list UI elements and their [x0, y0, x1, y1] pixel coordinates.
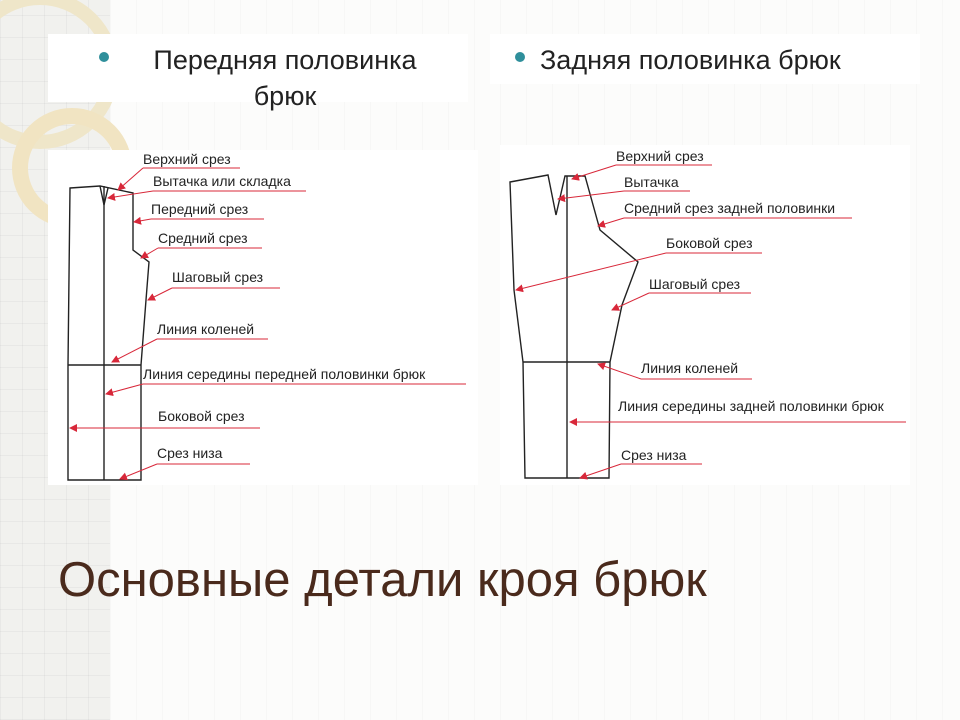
label-back-dart: Вытачка	[557, 174, 690, 203]
label-back-seat-seam: Средний срез задней половинки	[597, 200, 852, 228]
svg-text:Боковой срез: Боковой срез	[158, 408, 245, 424]
label-front-dart: Вытачка или складка	[107, 173, 306, 201]
svg-text:Вытачка: Вытачка	[624, 174, 679, 190]
label-front-knee-line: Линия коленей	[111, 321, 268, 363]
bullet-icon	[99, 52, 109, 62]
diagram-panel-right	[500, 145, 910, 485]
label-front-front-edge: Передний срез	[133, 201, 264, 225]
label-back-center-line: Линия середины задней половинки брюк	[569, 398, 906, 426]
svg-text:Передний срез: Передний срез	[151, 201, 248, 217]
front-trouser-piece	[67, 185, 150, 481]
svg-text:Шаговый срез: Шаговый срез	[649, 276, 740, 292]
label-front-hem: Срез низа	[119, 445, 250, 481]
svg-text:Шаговый срез: Шаговый срез	[172, 269, 263, 285]
svg-text:Средний срез: Средний срез	[158, 230, 248, 246]
back-labels: Верхний срез Вытачка Средний срез задней…	[515, 148, 906, 480]
svg-text:Линия коленей: Линия коленей	[641, 360, 738, 376]
heading-panel-left	[48, 34, 468, 102]
front-dart	[99, 185, 109, 206]
svg-text:Срез низа: Срез низа	[157, 445, 223, 461]
label-back-side-edge: Боковой срез	[515, 235, 762, 293]
slide-title: Основные детали кроя брюк	[58, 553, 707, 607]
svg-text:Боковой срез: Боковой срез	[666, 235, 753, 251]
back-half-heading: Задняя половинка брюк	[540, 45, 841, 75]
label-back-knee-line: Линия коленей	[597, 360, 752, 380]
label-front-top-edge: Верхний срез	[117, 151, 240, 191]
heading-panel-right	[490, 34, 920, 84]
svg-text:Линия коленей: Линия коленей	[157, 321, 254, 337]
svg-text:Вытачка или складка: Вытачка или складка	[153, 173, 291, 189]
label-front-side-edge: Боковой срез	[69, 408, 260, 432]
diagram-panel-left	[48, 150, 478, 485]
label-front-middle-edge: Средний срез	[140, 230, 262, 259]
back-piece-outline	[509, 174, 639, 479]
svg-text:Верхний срез: Верхний срез	[143, 151, 231, 167]
svg-text:Линия середины передней полови: Линия середины передней половинки брюк	[143, 366, 426, 382]
back-trouser-piece	[509, 174, 639, 479]
label-front-center-line: Линия середины передней половинки брюк	[105, 366, 466, 397]
label-back-hem: Срез низа	[579, 447, 702, 480]
bullet-icon	[515, 52, 525, 62]
svg-text:Срез низа: Срез низа	[621, 447, 687, 463]
front-labels: Верхний срез Вытачка или складка Передни…	[69, 151, 466, 481]
label-back-top-edge: Верхний срез	[571, 148, 712, 181]
svg-text:Средний срез задней половинки: Средний срез задней половинки	[624, 200, 835, 216]
svg-text:Верхний срез: Верхний срез	[616, 148, 704, 164]
front-piece-outline	[67, 185, 150, 481]
front-half-heading: Передняя половинка брюк	[153, 45, 417, 111]
label-back-inseam: Шаговый срез	[611, 276, 751, 311]
svg-text:Линия середины задней половинк: Линия середины задней половинки брюк	[618, 398, 885, 414]
label-front-inseam: Шаговый срез	[147, 269, 280, 301]
